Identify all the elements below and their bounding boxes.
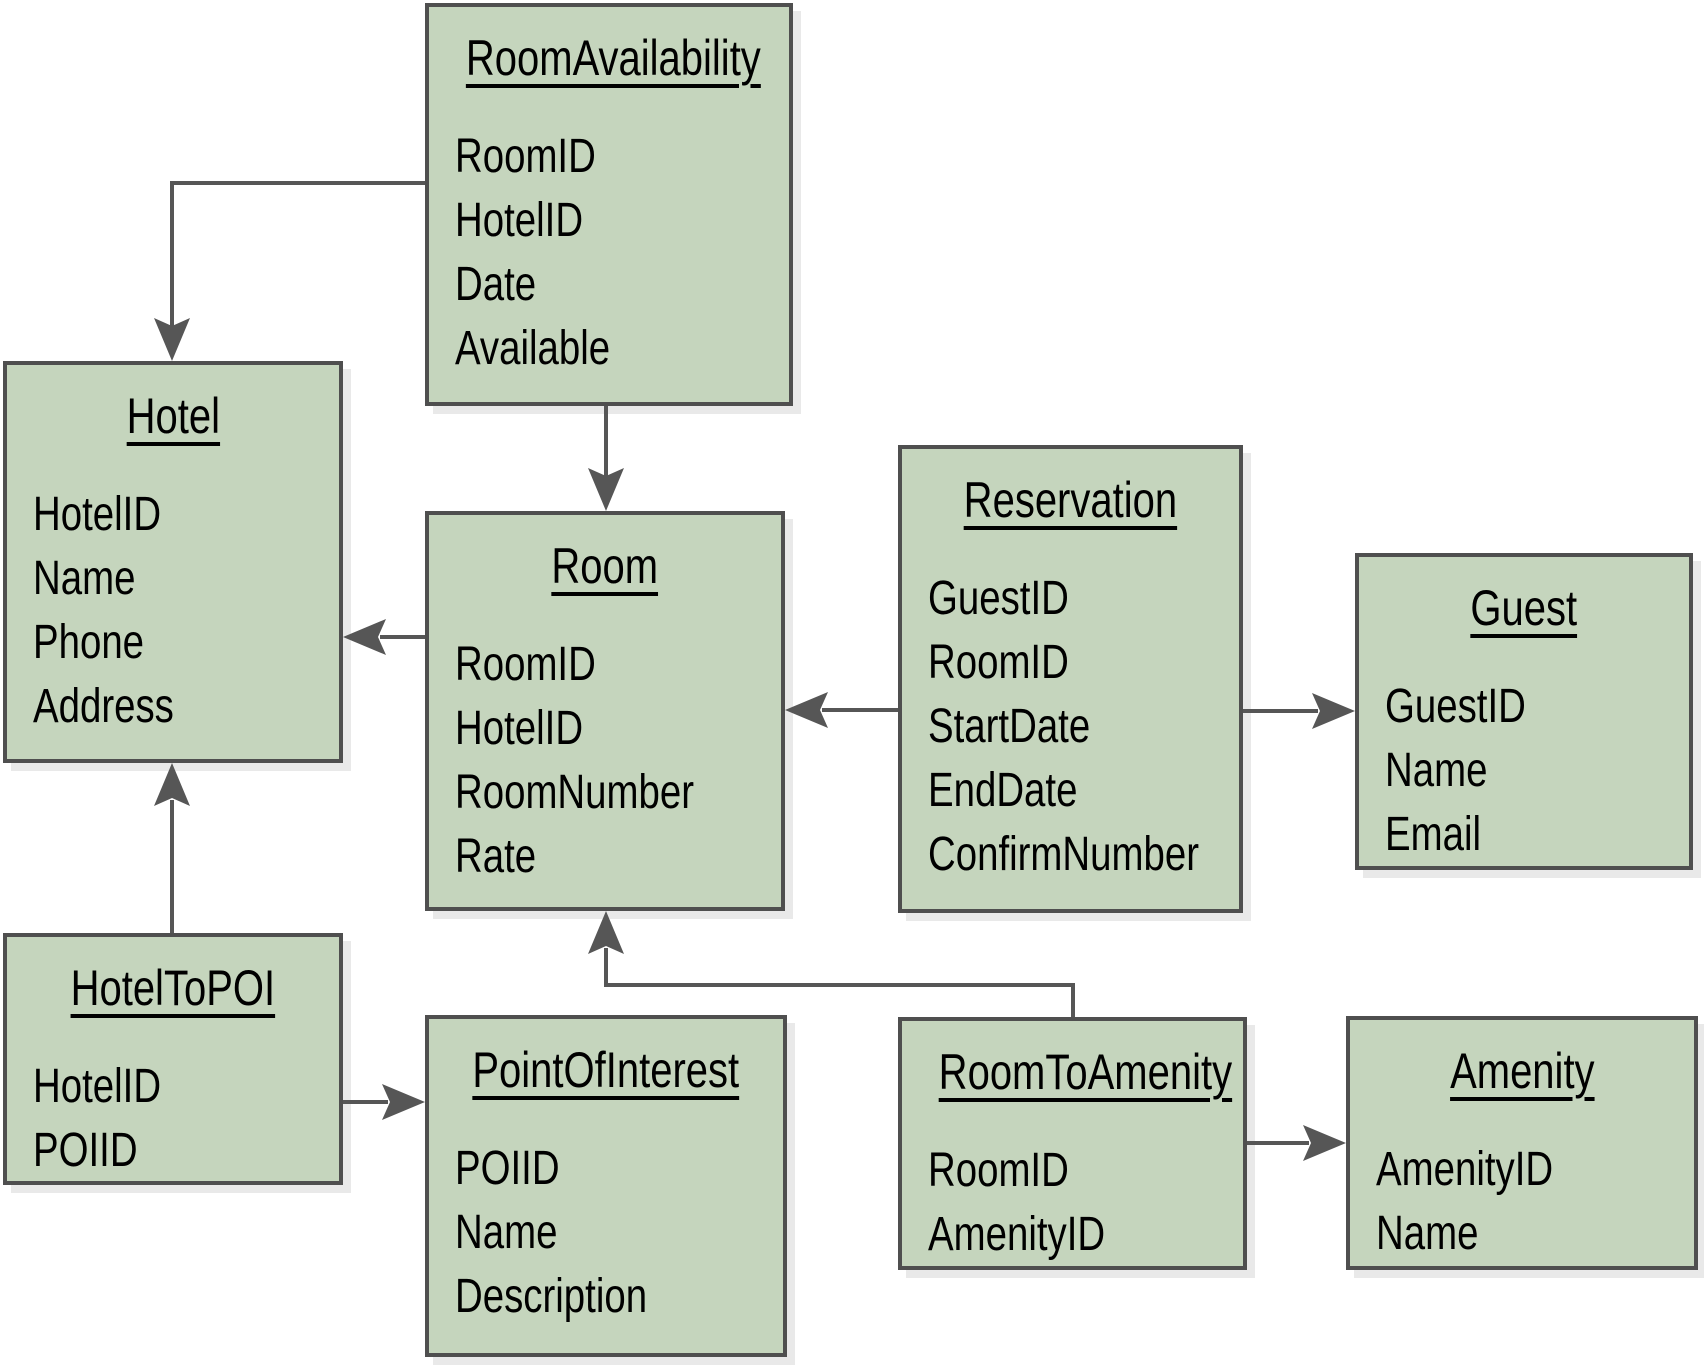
entity-fields: GuestID Name Email bbox=[1359, 675, 1689, 867]
arrow-roomavailability-to-room bbox=[588, 406, 624, 511]
field-label: Name bbox=[455, 1206, 558, 1259]
arrow-hoteltopoi-to-pointofinterest bbox=[343, 1084, 425, 1120]
arrow-roomavailability-to-hotel bbox=[154, 181, 425, 361]
arrow-roomtoamenity-to-room bbox=[588, 911, 1075, 1017]
entity-hotel-to-poi: HotelToPOI HotelID POIID bbox=[3, 933, 343, 1185]
entity-room-availability: RoomAvailability RoomID HotelID Date Ava… bbox=[425, 3, 793, 406]
entity-title: Amenity bbox=[1350, 1042, 1694, 1100]
field-label: HotelID bbox=[33, 1060, 162, 1113]
entity-fields: HotelID POIID bbox=[7, 1055, 339, 1183]
field-label: Name bbox=[1385, 744, 1488, 797]
arrow-reservation-to-guest bbox=[1243, 693, 1355, 729]
field-label: Name bbox=[33, 552, 136, 605]
field-label: AmenityID bbox=[928, 1208, 1106, 1261]
field-label: HotelID bbox=[455, 194, 584, 247]
entity-amenity: Amenity AmenityID Name bbox=[1346, 1016, 1698, 1270]
field-label: AmenityID bbox=[1376, 1143, 1554, 1196]
entity-title-text: Hotel bbox=[126, 388, 220, 444]
entity-title-text: PointOfInterest bbox=[472, 1042, 740, 1098]
entity-title: Reservation bbox=[902, 471, 1239, 529]
entity-fields: RoomID AmenityID bbox=[902, 1139, 1243, 1267]
field-label: Available bbox=[455, 322, 611, 375]
entity-title-text: HotelToPOI bbox=[70, 960, 276, 1016]
entity-title-text: Reservation bbox=[963, 472, 1178, 528]
field-label: POIID bbox=[33, 1124, 138, 1177]
field-label: EndDate bbox=[928, 764, 1078, 817]
entity-title: RoomToAmenity bbox=[902, 1043, 1243, 1101]
entity-guest: Guest GuestID Name Email bbox=[1355, 553, 1693, 870]
entity-fields: HotelID Name Phone Address bbox=[7, 483, 339, 739]
entity-title: HotelToPOI bbox=[7, 959, 339, 1017]
field-label: Description bbox=[455, 1270, 648, 1323]
field-label: Name bbox=[1376, 1207, 1479, 1260]
field-label: HotelID bbox=[33, 488, 162, 541]
entity-title-text: Room bbox=[551, 538, 659, 594]
field-label: Date bbox=[455, 258, 537, 311]
field-label: ConfirmNumber bbox=[928, 828, 1199, 881]
field-label: RoomID bbox=[455, 130, 596, 183]
entity-title: Guest bbox=[1359, 579, 1689, 637]
field-label: RoomID bbox=[928, 636, 1069, 689]
field-label: POIID bbox=[455, 1142, 560, 1195]
entity-room: Room RoomID HotelID RoomNumber Rate bbox=[425, 511, 785, 911]
entity-point-of-interest: PointOfInterest POIID Name Description bbox=[425, 1015, 787, 1357]
entity-fields: RoomID HotelID RoomNumber Rate bbox=[429, 633, 781, 889]
entity-room-to-amenity: RoomToAmenity RoomID AmenityID bbox=[898, 1017, 1247, 1270]
entity-title: PointOfInterest bbox=[429, 1041, 783, 1099]
entity-title-text: RoomToAmenity bbox=[938, 1044, 1233, 1100]
arrow-reservation-to-room bbox=[785, 692, 898, 728]
arrow-room-to-hotel bbox=[343, 619, 425, 655]
entity-title-text: Guest bbox=[1470, 580, 1578, 636]
entity-reservation: Reservation GuestID RoomID StartDate End… bbox=[898, 445, 1243, 913]
entity-title: Hotel bbox=[7, 387, 339, 445]
entity-title-text: RoomAvailability bbox=[465, 30, 761, 86]
field-label: RoomID bbox=[928, 1144, 1069, 1197]
entity-fields: RoomID HotelID Date Available bbox=[429, 125, 789, 381]
field-label: Email bbox=[1385, 808, 1482, 861]
field-label: RoomID bbox=[455, 638, 596, 691]
field-label: GuestID bbox=[1385, 680, 1526, 733]
field-label: Address bbox=[33, 680, 174, 733]
arrow-roomtoamenity-to-amenity bbox=[1247, 1125, 1346, 1161]
field-label: GuestID bbox=[928, 572, 1069, 625]
entity-title-text: Amenity bbox=[1449, 1043, 1595, 1099]
field-label: HotelID bbox=[455, 702, 584, 755]
field-label: Phone bbox=[33, 616, 145, 669]
entity-title: RoomAvailability bbox=[429, 29, 789, 87]
field-label: StartDate bbox=[928, 700, 1091, 753]
field-label: Rate bbox=[455, 830, 537, 883]
entity-title: Room bbox=[429, 537, 781, 595]
field-label: RoomNumber bbox=[455, 766, 695, 819]
entity-fields: GuestID RoomID StartDate EndDate Confirm… bbox=[902, 567, 1239, 887]
entity-fields: POIID Name Description bbox=[429, 1137, 783, 1329]
entity-fields: AmenityID Name bbox=[1350, 1138, 1694, 1266]
arrow-hoteltopoi-to-hotel bbox=[154, 763, 190, 933]
entity-hotel: Hotel HotelID Name Phone Address bbox=[3, 361, 343, 763]
